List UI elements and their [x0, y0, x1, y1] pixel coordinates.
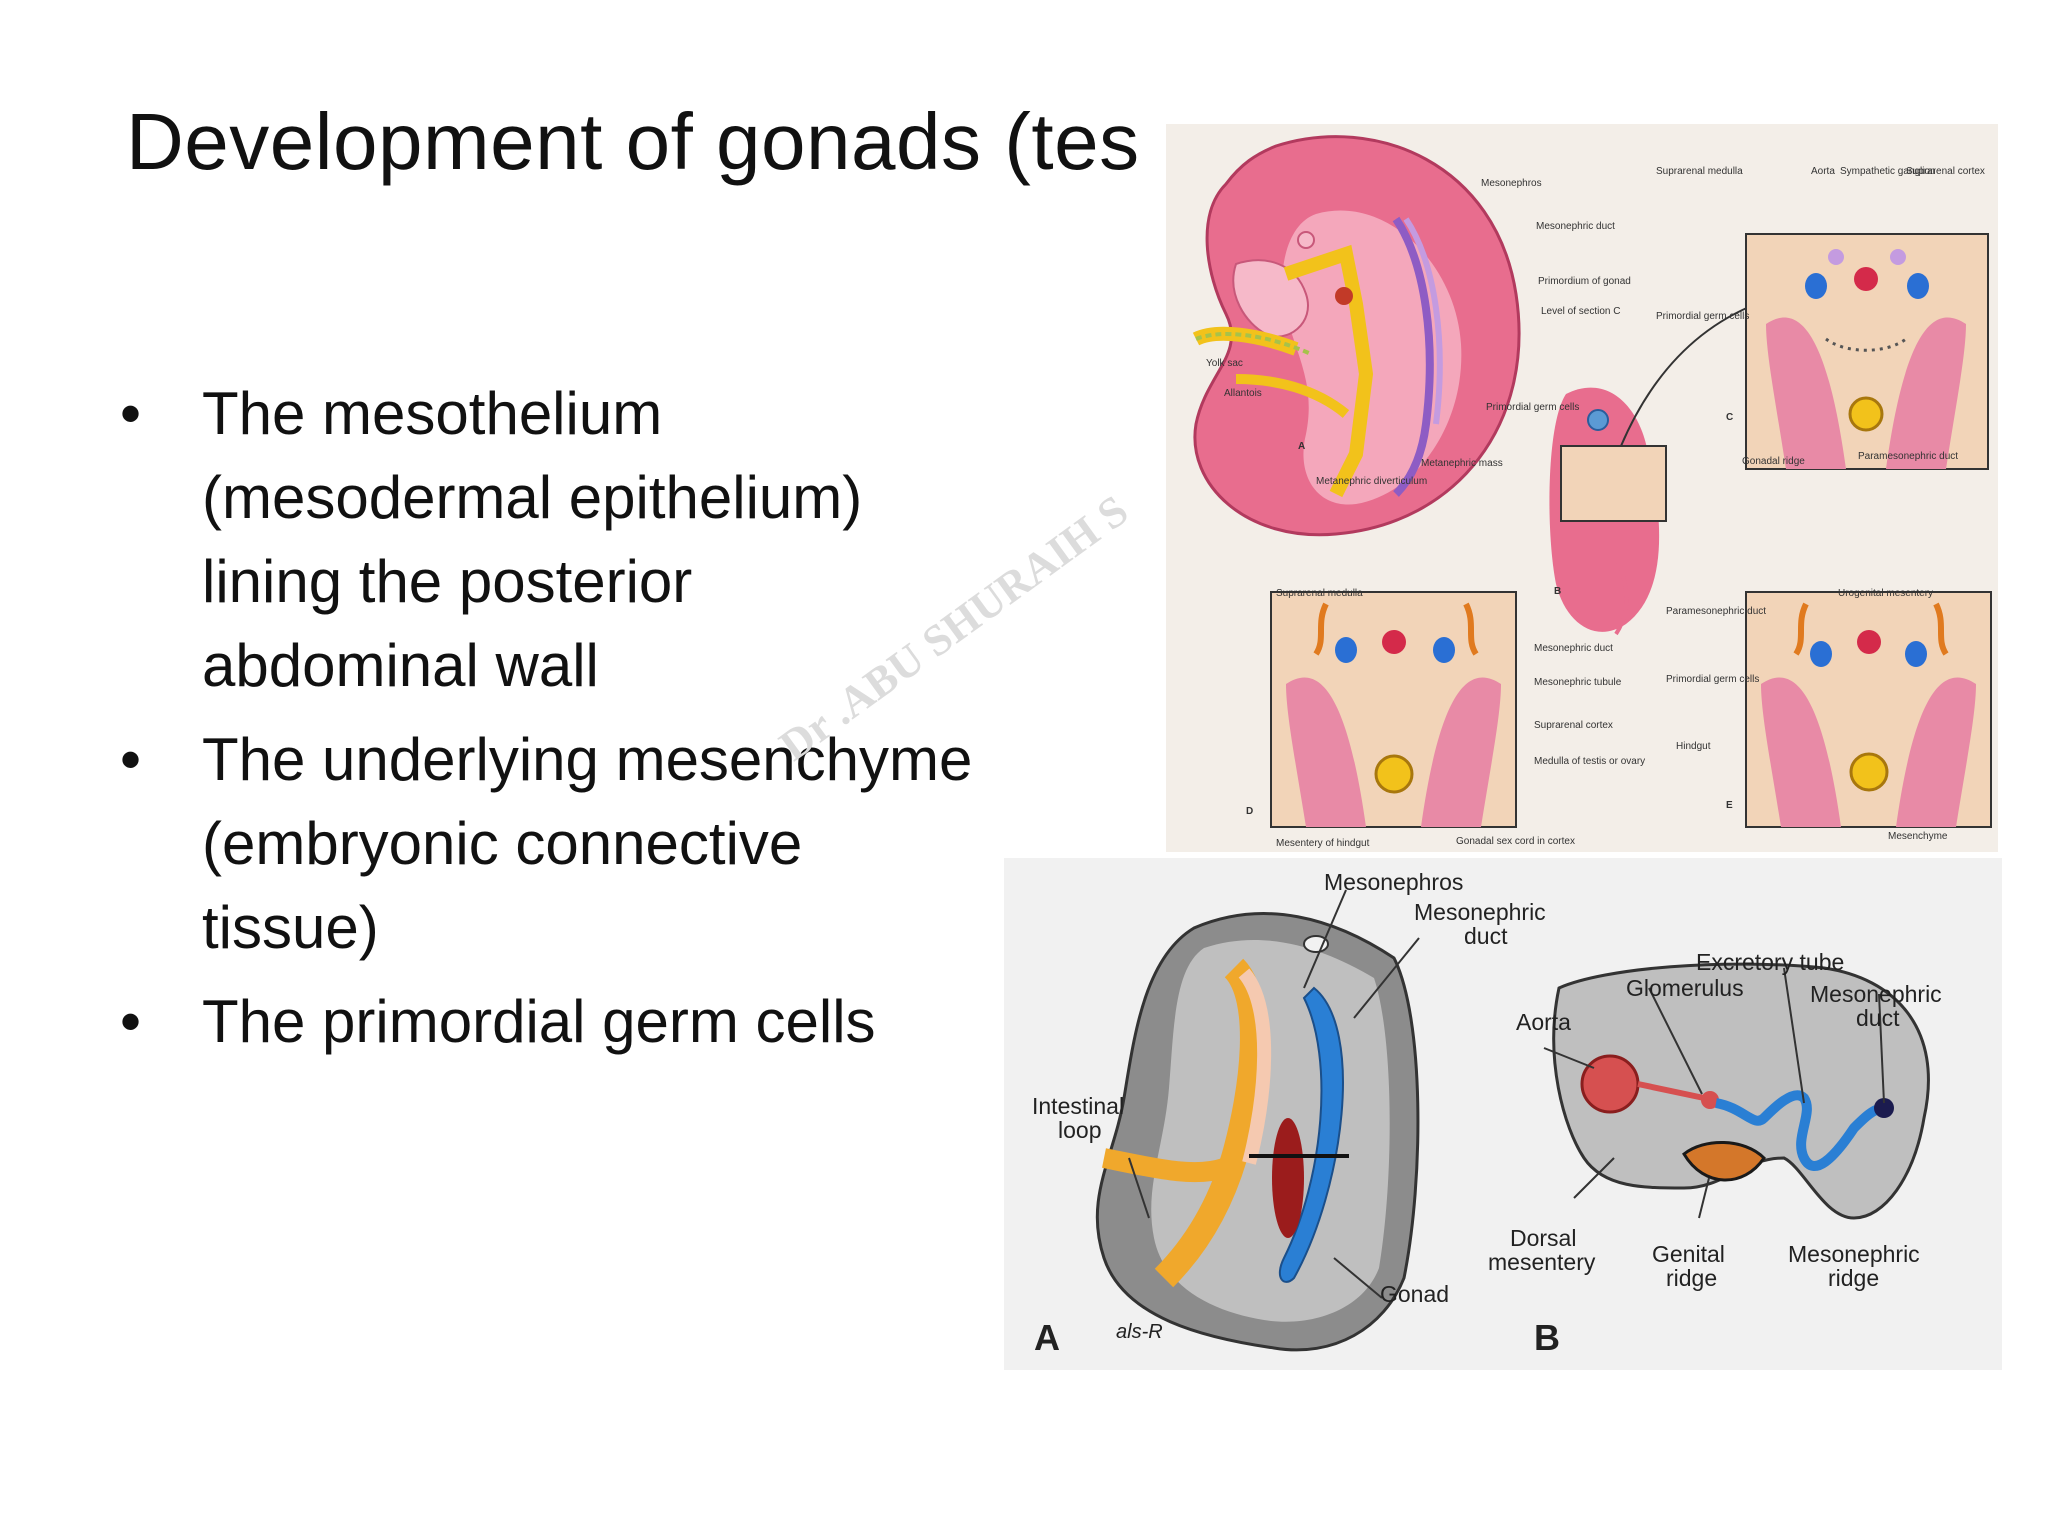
panel-e-section — [1745, 591, 1992, 828]
label-gonad: Gonad — [1380, 1281, 1449, 1307]
panel-a-embryo — [1192, 135, 1521, 537]
label-paramesonephric-e: Paramesonephric duct — [1666, 606, 1766, 617]
label-mesonephric-ridge-2: ridge — [1828, 1265, 1879, 1291]
label-mesonephric-duct-b2: duct — [1856, 1005, 1900, 1031]
embryo-section-figure: Mesonephros Mesonephric duct Primordium … — [1166, 124, 1998, 852]
label-metanephric-mass: Metanephric mass — [1421, 458, 1503, 469]
label-gonadal-sex-cord: Gonadal sex cord in cortex — [1456, 836, 1575, 847]
label-mesonephric-duct-b1: Mesonephric — [1810, 981, 1942, 1007]
label-sympathetic: Sympathetic ganglion — [1840, 166, 1936, 177]
label-primordium-gonad: Primordium of gonad — [1538, 276, 1631, 287]
panel-c-section — [1745, 233, 1989, 470]
bullet-marker: • — [120, 726, 142, 793]
label-intestinal-1: Intestinal — [1032, 1093, 1124, 1119]
label-mesonephric-duct-d: Mesonephric duct — [1534, 643, 1613, 654]
artist-signature: als-R — [1116, 1321, 1163, 1343]
label-hindgut: Hindgut — [1676, 741, 1711, 752]
panel-b-embryo — [1549, 303, 1757, 636]
bullet-list: • The mesothelium (mesodermal epithelium)… — [120, 372, 980, 1074]
panel-a-body — [1095, 912, 1420, 1352]
bullet-text: The primordial germ cells — [202, 988, 876, 1055]
label-mesonephric-duct-1: Mesonephric — [1414, 899, 1546, 925]
slide-title: Development of gonads (tes — [126, 97, 1140, 186]
label-mesonephric-ridge-1: Mesonephric — [1788, 1241, 1920, 1267]
bullet-item: • The primordial germ cells — [120, 980, 980, 1064]
label-glomerulus: Glomerulus — [1626, 975, 1744, 1001]
label-paramesonephric-duct: Paramesonephric duct — [1858, 451, 1958, 462]
panel-label-b: B — [1554, 586, 1561, 597]
label-suprarenal-cortex: Suprarenal cortex — [1906, 166, 1985, 177]
label-medulla-testis: Medulla of testis or ovary — [1534, 756, 1645, 767]
panel-label-a: A — [1034, 1317, 1060, 1358]
panel-label-e: E — [1726, 800, 1733, 811]
leader-lines — [1128, 889, 1885, 1299]
bullet-marker: • — [120, 988, 142, 1055]
label-mesonephric-duct: Mesonephric duct — [1536, 221, 1615, 232]
bullet-text: The mesothelium (mesodermal epithelium) … — [202, 380, 863, 699]
label-intestinal-2: loop — [1058, 1117, 1101, 1143]
label-level-section: Level of section C — [1541, 306, 1621, 317]
label-excretory-tube: Excretory tube — [1696, 949, 1844, 975]
label-mesentery-hindgut: Mesentery of hindgut — [1276, 838, 1370, 849]
panel-label-d: D — [1246, 806, 1253, 817]
bullet-item: • The mesothelium (mesodermal epithelium)… — [120, 372, 980, 708]
label-suprarenal-medulla-d: Suprarenal medulla — [1276, 588, 1363, 599]
label-metanephric-div: Metanephric diverticulum — [1316, 476, 1427, 487]
label-primordial-germ-e: Primordial germ cells — [1666, 674, 1759, 685]
label-genital-2: ridge — [1666, 1265, 1717, 1291]
label-mesonephric-duct-2: duct — [1464, 923, 1508, 949]
label-suprarenal-medulla: Suprarenal medulla — [1656, 166, 1743, 177]
panel-label-b: B — [1534, 1317, 1560, 1358]
label-dorsal-1: Dorsal — [1510, 1225, 1576, 1251]
label-genital-1: Genital — [1652, 1241, 1725, 1267]
label-aorta: Aorta — [1516, 1009, 1571, 1035]
label-urogenital-mesentery: Urogenital mesentery — [1838, 588, 1933, 599]
label-mesenchyme: Mesenchyme — [1888, 831, 1948, 842]
label-suprarenal-cortex-d: Suprarenal cortex — [1534, 720, 1613, 731]
label-aorta: Aorta — [1811, 166, 1835, 177]
label-mesonephros: Mesonephros — [1324, 869, 1463, 895]
label-mesonephros: Mesonephros — [1481, 178, 1542, 189]
bullet-marker: • — [120, 380, 142, 447]
gonad-ridge-figure: Mesonephros Mesonephric duct Excretory t… — [1004, 858, 2002, 1370]
panel-d-section — [1270, 591, 1517, 828]
bullet-text: The underlying mesenchyme (embryonic con… — [202, 726, 973, 961]
label-mesonephric-tubule: Mesonephric tubule — [1534, 677, 1622, 688]
label-gonadal-ridge: Gonadal ridge — [1742, 456, 1805, 467]
label-dorsal-2: mesentery — [1488, 1249, 1596, 1275]
label-primordial-germ: Primordial germ cells — [1486, 402, 1579, 413]
label-yolk-sac: Yolk sac — [1206, 358, 1243, 369]
label-allantois: Allantois — [1224, 388, 1262, 399]
label-primordial-germ-c: Primordial germ cells — [1656, 311, 1749, 322]
bullet-item: • The underlying mesenchyme (embryonic co… — [120, 718, 980, 970]
panel-b-section — [1552, 962, 1930, 1220]
panel-label-a: A — [1298, 441, 1305, 452]
panel-label-c: C — [1726, 412, 1733, 423]
